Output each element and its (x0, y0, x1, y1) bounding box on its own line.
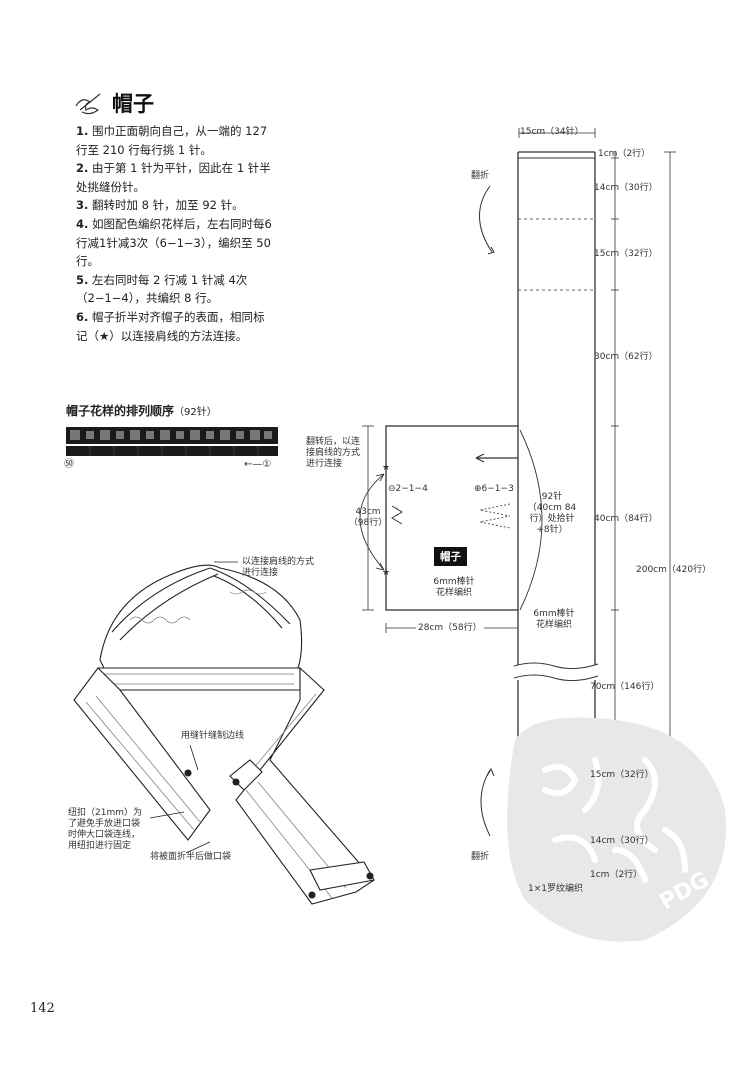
hood-label-badge: 帽子 (434, 547, 467, 566)
step-2: 2. 由于第 1 针为平针，因此在 1 针半处挑缝份针。 (76, 161, 271, 194)
page-title: 帽子 (112, 92, 154, 116)
scarf-seg-7: 15cm（32行） (590, 770, 654, 780)
rib-stitch-label: 1×1罗纹编织 (528, 884, 583, 894)
scarf-hood-illustration (73, 561, 375, 905)
illus-shoulder-note: 以连接肩线的方式 进行连接 (242, 557, 315, 578)
scarf-seg-1: 1cm（2行） (598, 149, 651, 159)
page-number: 142 (30, 1001, 55, 1016)
scarf-seg-8: 14cm（30行） (590, 836, 654, 846)
hood-pickup-note: 92针 （40cm 84 行）处拾针 +8针） (527, 492, 577, 535)
pdg-watermark-seal: PDG (507, 717, 726, 942)
stitch-chart-end-mark: ㊿ (64, 459, 74, 470)
hood-height-label: 43cm （98行） (348, 507, 388, 528)
fold-label-bottom: 翻折 (471, 852, 490, 862)
scarf-seg-3: 15cm（32行） (594, 249, 658, 259)
stitch-chart-title: 帽子花样的排列顺序（92针） (66, 404, 217, 418)
stitch-chart-start-mark: ←—① (244, 459, 272, 470)
scarf-needle-label: 6mm棒针 花样编织 (533, 609, 575, 630)
scarf-seg-4: 30cm（62行） (594, 352, 658, 362)
step-4: 4. 如图配色编织花样后，左右同时每6行减1针减3次（6−1−3），编织至 50… (76, 216, 272, 269)
scarf-total-length: 200cm（420行） (636, 565, 712, 575)
hood-schematic (359, 425, 543, 633)
illus-pocket-note: 将被面折半后做口袋 (150, 852, 232, 862)
svg-text:★: ★ (382, 463, 390, 473)
hood-needle-label: 6mm棒针 花样编织 (433, 577, 475, 598)
instruction-steps: 1. 围巾正面朝向自己，从一端的 127 行至 210 行每行挑 1 针。 2.… (76, 122, 276, 345)
hood-decrease-top: ⊝2−1−4 (388, 484, 428, 494)
stitch-chart-bar (66, 427, 278, 456)
step-1: 1. 围巾正面朝向自己，从一端的 127 行至 210 行每行挑 1 针。 (76, 124, 268, 157)
step-5: 5. 左右同时每 2 行减 1 针减 4次（2−1−4），共编织 8 行。 (76, 272, 248, 306)
scarf-seg-2: 14cm（30行） (594, 183, 658, 193)
step-3: 3. 翻转时加 8 针，加至 92 针。 (76, 198, 244, 213)
step-6: 6. 帽子折半对齐帽子的表面，相同标记（★）以连接肩线的方法连接。 (76, 309, 265, 343)
scarf-seg-6: 70cm（146行） (590, 682, 660, 692)
scarf-seg-5: 40cm（84行） (594, 514, 658, 524)
svg-text:★: ★ (382, 568, 390, 578)
star-marks: ★ ★ (382, 463, 390, 578)
title-ornament-icon (75, 93, 101, 115)
illus-button-note: 纽扣（21mm）为 了避免手放进口袋 时伸大口袋连线， 用纽扣进行固定 (68, 808, 142, 851)
hood-connection-note: 翻转后，以连 接肩线的方式 进行连接 (306, 437, 361, 469)
hood-decrease-side: ⊕6−1−3 (474, 484, 514, 494)
fold-label-top: 翻折 (471, 171, 490, 181)
illus-stitch-note: 用缝针缝制边线 (181, 731, 245, 741)
scarf-width-label: 15cm（34针） (520, 127, 584, 137)
hood-width-label: 28cm（58行） (416, 623, 484, 634)
scarf-seg-9: 1cm（2行） (590, 870, 643, 880)
